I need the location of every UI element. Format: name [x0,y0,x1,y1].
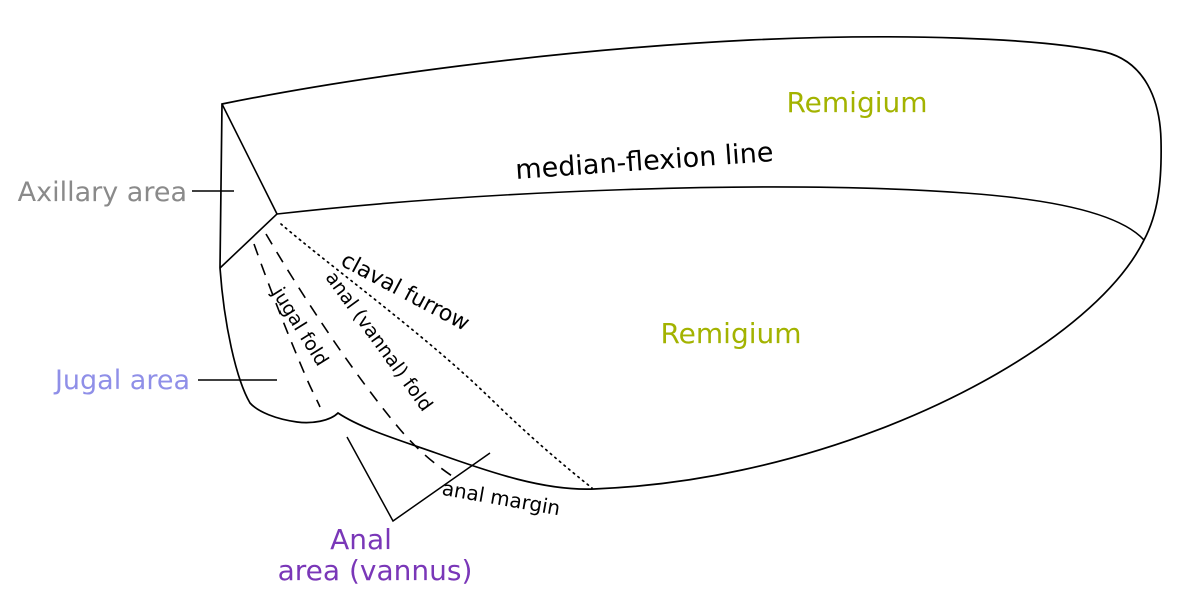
jugal-fold-line [253,243,321,408]
label-remigium-lower: Remigium [660,317,801,350]
wing-outline [219,36,1162,490]
label-jugal-fold: jugal fold [267,283,333,370]
label-axillary-area: Axillary area [18,177,187,208]
label-anal-area-line1: Anal [330,523,392,556]
label-jugal-area: Jugal area [53,365,190,396]
anal-area-pointer [346,436,491,523]
label-anal-margin: anal margin [440,476,562,520]
anal-vannal-fold-line [265,233,453,477]
claval-furrow-line [280,223,593,489]
axillary-area-border [219,103,278,269]
label-median-flexion-line: median-flexion line [514,137,774,186]
label-remigium-top: Remigium [786,86,927,119]
label-anal-area-line2: area (vannus) [278,554,473,587]
median-flexion-line [276,186,1145,241]
